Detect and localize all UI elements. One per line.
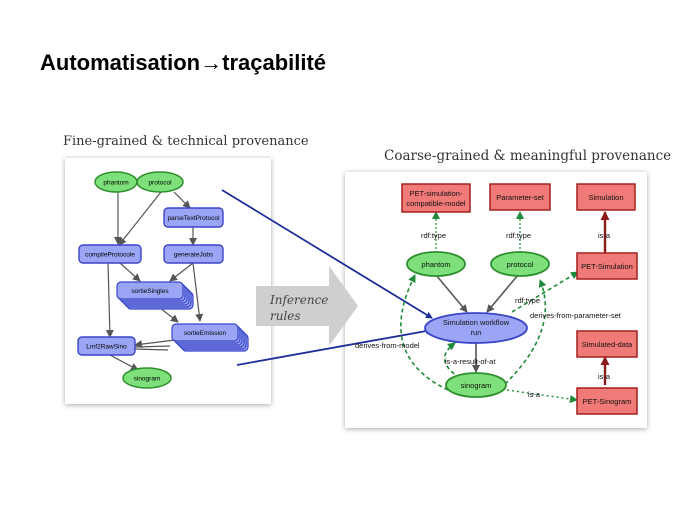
coarse-grained-edges: [400, 211, 610, 403]
node-sinogram-fine-label: sinogram: [134, 376, 161, 383]
node-phantom-coarse-label: phantom: [421, 260, 450, 269]
node-simulation-workflow-run: Simulation workflow run: [424, 312, 528, 344]
node-pet-simulation: PET-Simulation: [576, 252, 638, 280]
fine-grained-edges: [105, 191, 204, 371]
coarse-grained-edge-labels: rdf:type rdf:type is-a rdf:type derives-…: [355, 231, 622, 399]
node-parse-text-protocol-label: parseTextProtocol: [167, 215, 220, 222]
edge-label-is-a-1: is-a: [598, 231, 611, 240]
coarse-grained-caption: Coarse-grained & meaningful provenance: [384, 148, 672, 164]
node-pet-sinogram-label: PET-Sinogram: [583, 397, 632, 406]
edge-label-is-a-2: is-a: [598, 372, 611, 381]
node-simulated-data: Simulated-data: [576, 330, 638, 358]
node-sortie-singles-label: sortieSingles: [131, 288, 169, 295]
node-simulated-data-label: Simulated-data: [582, 340, 633, 349]
inference-arrow: Inference rules: [256, 266, 358, 346]
inference-label-line2: rules: [270, 309, 301, 323]
edge-label-derives-from-model: derives-from-model: [355, 341, 420, 350]
node-simulation: Simulation: [576, 183, 636, 211]
node-sinogram-coarse-label: sinogram: [461, 381, 492, 390]
node-lmf2rawsino-label: Lmf2RawSino: [86, 344, 127, 351]
node-pet-simulation-compatible-model: PET-simulation- compatible-model: [401, 183, 471, 213]
node-compile-protocole-label: compileProtocole: [85, 252, 135, 259]
node-sinogram-fine: sinogram: [122, 367, 172, 389]
edge-label-derives-from-parameter-set: derives-from-parameter-set: [530, 311, 622, 320]
node-lmf2rawsino: Lmf2RawSino: [77, 336, 136, 356]
node-generate-jobs-label: generateJobs: [174, 252, 214, 259]
node-protocol: protocol: [136, 171, 184, 193]
edge-label-rdf-type-3: rdf:type: [515, 296, 540, 305]
edge-label-is-a-3: is-a: [528, 390, 541, 399]
node-workflow-run-line2: run: [471, 328, 482, 337]
mapping-lines: [221, 189, 433, 366]
node-protocol-coarse-label: protocol: [507, 260, 534, 269]
node-sinogram-coarse: sinogram: [445, 372, 507, 398]
node-simulation-label: Simulation: [588, 193, 623, 202]
node-parameter-set-label: Parameter-set: [496, 193, 544, 202]
node-protocol-label: protocol: [148, 180, 172, 187]
node-phantom-label: phantom: [103, 180, 128, 187]
edge-label-rdf-type-2: rdf:type: [506, 231, 531, 240]
fine-grained-caption: Fine-grained & technical provenance: [63, 134, 309, 149]
node-sortie-emission-label: sortieEmission: [184, 330, 227, 337]
node-phantom: phantom: [94, 171, 138, 193]
node-protocol-coarse: protocol: [490, 251, 550, 277]
node-sortie-singles-stack: sortieSingles: [116, 281, 194, 310]
coarse-grained-nodes: PET-simulation- compatible-model Paramet…: [401, 183, 638, 415]
node-generate-jobs: generateJobs: [163, 244, 224, 264]
edge-label-is-a-result-of-at: is-a-result-of-at: [445, 357, 496, 366]
node-pet-model-line2: compatible-model: [406, 199, 466, 208]
node-phantom-coarse: phantom: [406, 251, 466, 277]
node-pet-model-line1: PET-simulation-: [410, 189, 463, 198]
node-sortie-emission-stack: sortieEmission: [171, 323, 249, 352]
node-pet-simulation-label: PET-Simulation: [581, 262, 633, 271]
fine-grained-nodes: phantom protocol parseTextProtocol compi…: [77, 171, 249, 389]
node-pet-sinogram: PET-Sinogram: [576, 387, 638, 415]
node-compile-protocole: compileProtocole: [78, 244, 142, 264]
inference-label-line1: Inference: [269, 293, 328, 307]
slide-title: Automatisation→traçabilité: [40, 50, 327, 75]
edge-label-rdf-type-1: rdf:type: [421, 231, 446, 240]
node-parameter-set: Parameter-set: [489, 183, 551, 211]
node-workflow-run-line1: Simulation workflow: [443, 318, 510, 327]
node-parse-text-protocol: parseTextProtocol: [163, 207, 224, 228]
